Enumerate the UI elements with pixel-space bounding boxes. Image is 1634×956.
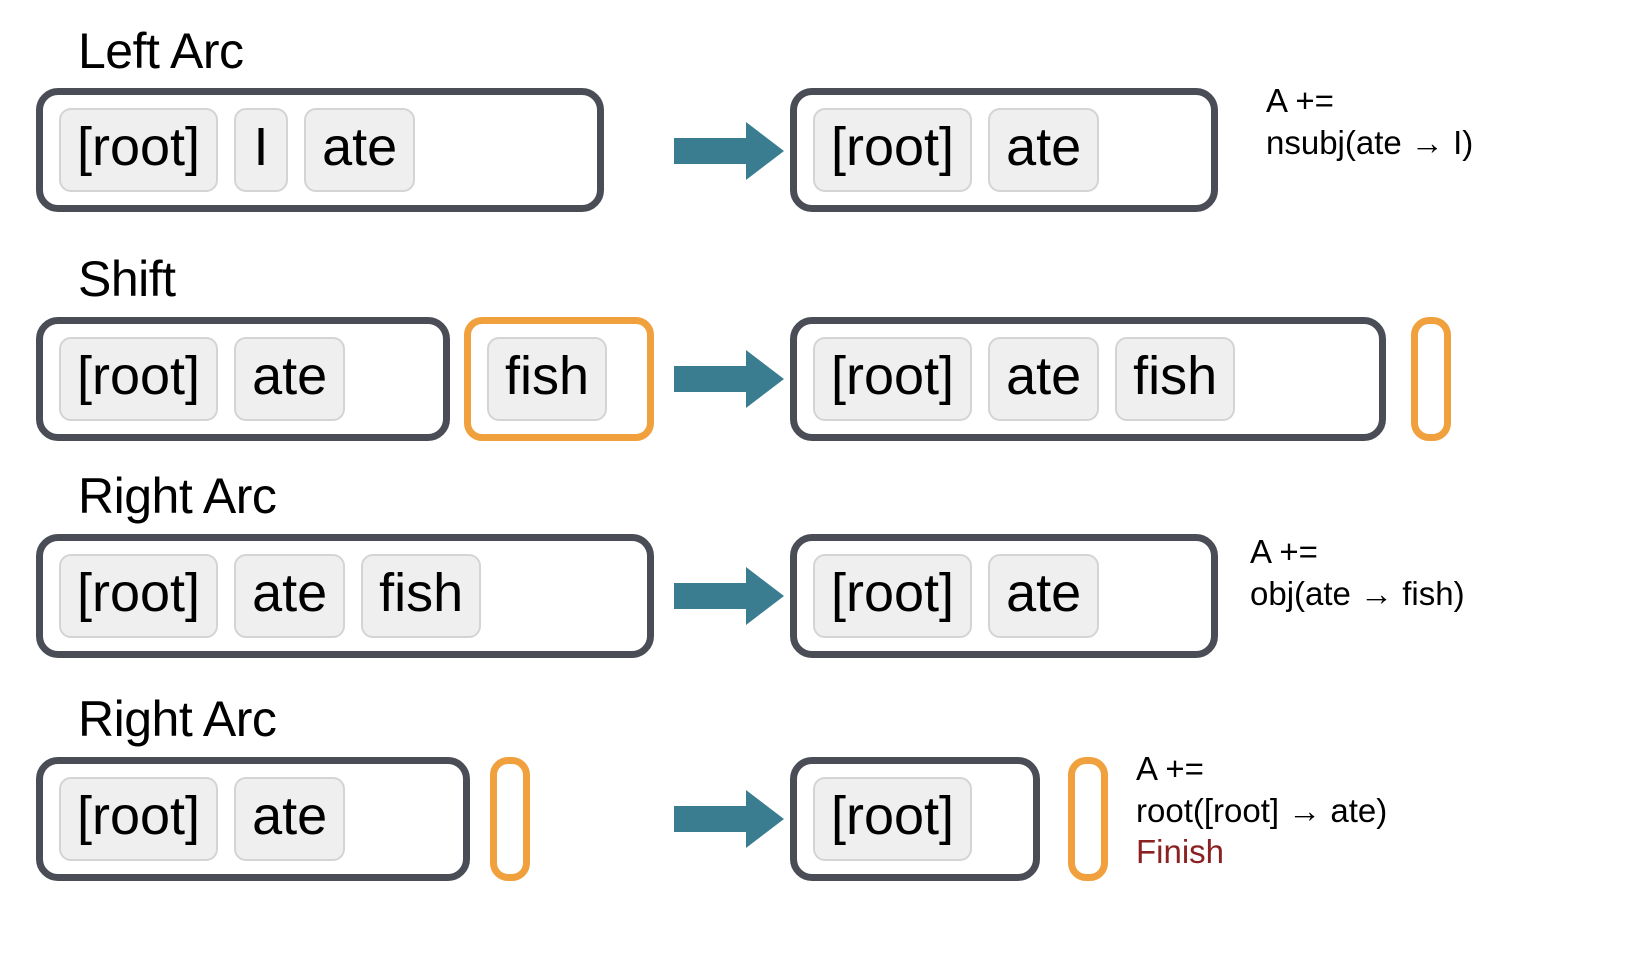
stack-after-right-arc-2: [root]	[790, 757, 1040, 881]
word-chip: ate	[988, 337, 1100, 421]
annotation-line-1: A +=	[1250, 533, 1318, 570]
word-chip: [root]	[59, 554, 219, 638]
buffer-after-right-arc-2-empty	[1068, 757, 1108, 881]
operation-label-right-arc-1: Right Arc	[78, 468, 277, 524]
buffer-before-shift: fish	[464, 317, 654, 441]
finish-label: Finish	[1136, 833, 1225, 871]
word-chip: [root]	[59, 337, 219, 421]
word-chip: ate	[988, 554, 1100, 638]
word-chip: [root]	[813, 777, 973, 861]
buffer-before-right-arc-2-empty	[490, 757, 530, 881]
word-chip: ate	[234, 777, 346, 861]
operation-label-left-arc: Left Arc	[78, 23, 244, 79]
stack-after-left-arc: [root] ate	[790, 88, 1218, 212]
stack-before-right-arc-1: [root] ate fish	[36, 534, 654, 658]
word-chip: ate	[234, 337, 346, 421]
word-chip: [root]	[59, 777, 219, 861]
annotation-line-2: root([root] → ate)	[1136, 791, 1388, 829]
stack-after-right-arc-1: [root] ate	[790, 534, 1218, 658]
word-chip: I	[234, 108, 289, 192]
arc-annotation-right-arc-2: A += root([root] → ate) Finish	[1136, 748, 1387, 873]
operation-label-shift: Shift	[78, 251, 176, 307]
word-chip: ate	[988, 108, 1100, 192]
arc-annotation-right-arc-1: A += obj(ate → fish)	[1250, 531, 1465, 614]
right-arrow-icon	[674, 790, 784, 848]
right-arrow-icon	[674, 350, 784, 408]
arc-annotation-left-arc: A += nsubj(ate → I)	[1266, 80, 1473, 163]
annotation-line-1: A +=	[1266, 82, 1334, 119]
word-chip: fish	[487, 337, 608, 421]
stack-before-shift: [root] ate	[36, 317, 450, 441]
buffer-after-shift-empty	[1411, 317, 1451, 441]
word-chip: fish	[361, 554, 482, 638]
stack-before-right-arc-2: [root] ate	[36, 757, 470, 881]
word-chip: [root]	[813, 108, 973, 192]
word-chip: fish	[1115, 337, 1236, 421]
right-arrow-icon	[674, 567, 784, 625]
annotation-line-1: A +=	[1136, 750, 1204, 787]
annotation-line-2: nsubj(ate → I)	[1266, 123, 1474, 161]
right-arrow-icon	[674, 122, 784, 180]
stack-before-left-arc: [root] I ate	[36, 88, 604, 212]
annotation-line-2: obj(ate → fish)	[1250, 574, 1465, 612]
operation-label-right-arc-2: Right Arc	[78, 691, 277, 747]
word-chip: ate	[304, 108, 416, 192]
word-chip: [root]	[59, 108, 219, 192]
word-chip: [root]	[813, 554, 973, 638]
word-chip: [root]	[813, 337, 973, 421]
stack-after-shift: [root] ate fish	[790, 317, 1386, 441]
word-chip: ate	[234, 554, 346, 638]
